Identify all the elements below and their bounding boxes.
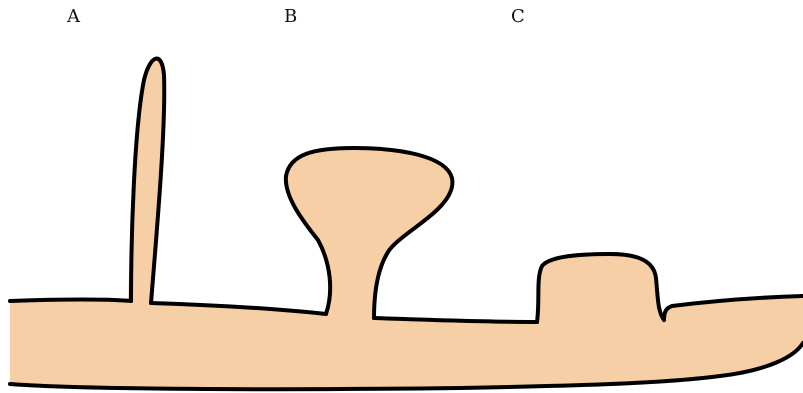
shape-fills bbox=[10, 59, 803, 390]
spine-c-fill bbox=[538, 254, 664, 322]
dendrite-top-left-outline bbox=[10, 300, 131, 302]
dendrite-shaft-fill bbox=[10, 296, 803, 390]
